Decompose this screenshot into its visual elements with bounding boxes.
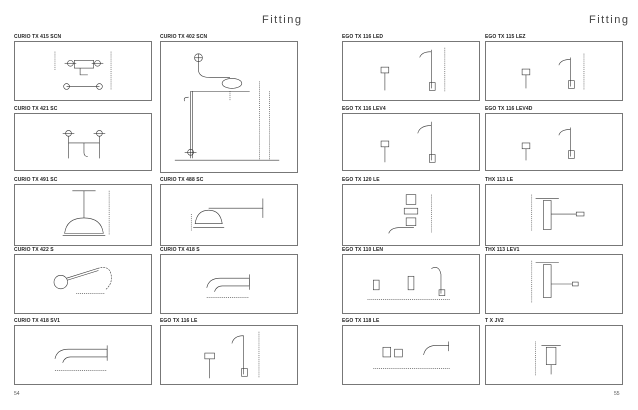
page-number: 54 xyxy=(14,391,20,397)
two-handle-wall-mixer-icon xyxy=(14,41,152,101)
product-code: CURIO TX 418 S xyxy=(160,247,200,253)
page-header: Fitting xyxy=(262,14,303,26)
product-code: CURIO TX 491 SC xyxy=(14,177,58,183)
long-spout-icon xyxy=(14,325,152,385)
hand-shower-icon xyxy=(14,254,152,314)
three-hole-mixer-icon xyxy=(342,254,480,314)
product-code: EGO TX 116 LEV4 xyxy=(342,106,386,112)
waste-valve-icon xyxy=(485,184,623,246)
tall-basin-mixer-icon xyxy=(160,325,298,385)
product-code: CURIO TX 422 S xyxy=(14,247,54,253)
wall-mixer-icon xyxy=(342,325,480,385)
product-code: EGO TX 115 LEZ xyxy=(485,34,526,40)
pop-up-waste-icon xyxy=(485,325,623,385)
product-code: THX 113 LEV1 xyxy=(485,247,520,253)
page-header: Fitting xyxy=(589,14,630,26)
tall-basin-mixer-icon xyxy=(342,113,480,171)
product-code: CURIO TX 415 SCN xyxy=(14,34,62,40)
product-code: EGO TX 116 LED xyxy=(342,34,384,40)
tall-basin-mixer-icon xyxy=(342,41,480,101)
spout-icon xyxy=(160,254,298,314)
wall-mixer-icon xyxy=(342,184,480,246)
product-code: THX 113 LE xyxy=(485,177,514,183)
product-code: EGO TX 116 LEV4D xyxy=(485,106,533,112)
waste-valve-long-icon xyxy=(485,254,623,314)
page-number: 55 xyxy=(614,391,620,397)
basin-mixer-icon xyxy=(485,41,623,101)
product-code: CURIO TX 418 SV1 xyxy=(14,318,61,324)
product-code: EGO TX 116 LE xyxy=(160,318,198,324)
product-code: EGO TX 118 LE xyxy=(342,318,380,324)
product-code: CURIO TX 421 SC xyxy=(14,106,58,112)
ceiling-shower-head-icon xyxy=(14,184,152,246)
right-page: Fitting EGO TX 116 LED EGO TX 115 LEZ EG… xyxy=(319,0,638,410)
product-code: EGO TX 110 LEN xyxy=(342,247,384,253)
product-code: T X JV2 xyxy=(485,318,504,324)
product-code: CURIO TX 488 SC xyxy=(160,177,204,183)
product-code: EGO TX 120 LE xyxy=(342,177,380,183)
bridge-mixer-icon xyxy=(14,113,152,171)
wall-shower-head-icon xyxy=(160,184,298,246)
left-page: Fitting CURIO TX 415 SCN CURIO TX 402 SC… xyxy=(14,14,303,397)
basin-mixer-icon xyxy=(485,113,623,171)
product-code: CURIO TX 402 SCN xyxy=(160,34,208,40)
shower-column-icon xyxy=(160,41,298,173)
